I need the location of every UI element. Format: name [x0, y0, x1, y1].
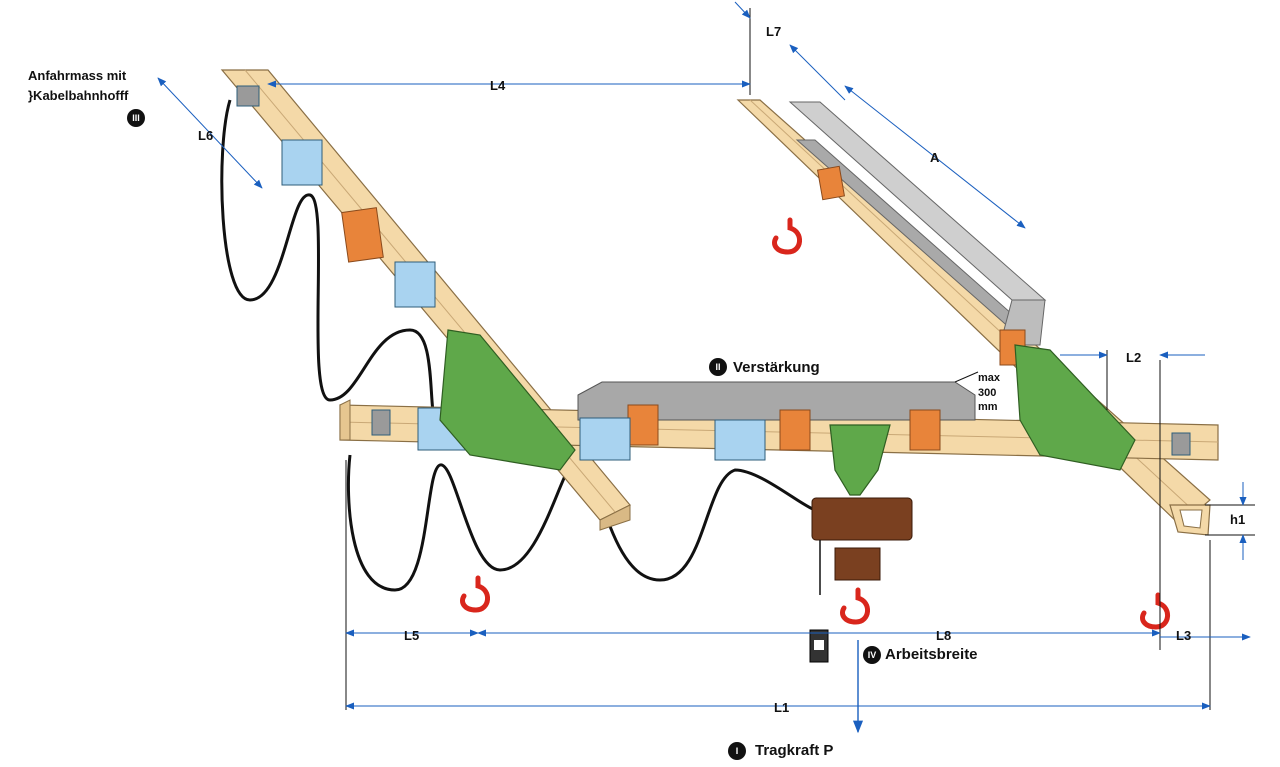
right-runway-beam	[736, 99, 1211, 536]
dim-L5: L5	[404, 628, 419, 643]
marker-circle-III	[127, 109, 145, 127]
working-width-label: Arbeitsbreite	[885, 646, 978, 663]
roman-markers: III II IV I	[127, 109, 881, 760]
marker-circle-II	[709, 358, 727, 376]
cable-trolley-label: Anfahrmass mit	[28, 68, 127, 83]
max-value: 300	[978, 387, 996, 399]
hooks	[460, 217, 1170, 630]
end-carriages	[439, 329, 1136, 496]
clamps	[341, 165, 1026, 451]
marker-III: III	[132, 113, 140, 123]
marker-circle-IV	[863, 646, 881, 664]
dim-L7: L7	[766, 24, 781, 39]
dimension-lines	[157, 1, 1255, 734]
reinforcement-plate	[577, 381, 976, 421]
marker-I: I	[736, 746, 739, 756]
dim-L1: L1	[774, 700, 789, 715]
marker-II: II	[715, 362, 720, 372]
pendant-control	[809, 629, 829, 663]
dim-h1: h1	[1230, 512, 1245, 527]
dim-L6: L6	[198, 128, 213, 143]
dim-L3: L3	[1176, 628, 1191, 643]
dim-L4: L4	[490, 78, 506, 93]
dim-A: A	[930, 150, 940, 165]
capacity-label: Tragkraft P	[755, 742, 833, 759]
reinforcement-label: Verstärkung	[733, 359, 820, 376]
dim-L2: L2	[1126, 350, 1141, 365]
cable-trolley-label-2: }Kabelbahnhofff	[28, 88, 129, 103]
marker-IV: IV	[868, 650, 877, 660]
dim-L8: L8	[936, 628, 951, 643]
electric-hoist	[811, 497, 913, 595]
i-beam-girder	[788, 101, 1047, 346]
max-unit: mm	[978, 401, 998, 413]
text-labels: Anfahrmass mit }Kabelbahnhofff L4 L6 L7 …	[28, 24, 1245, 759]
marker-circle-I	[728, 742, 746, 760]
max-label: max	[978, 372, 1001, 384]
